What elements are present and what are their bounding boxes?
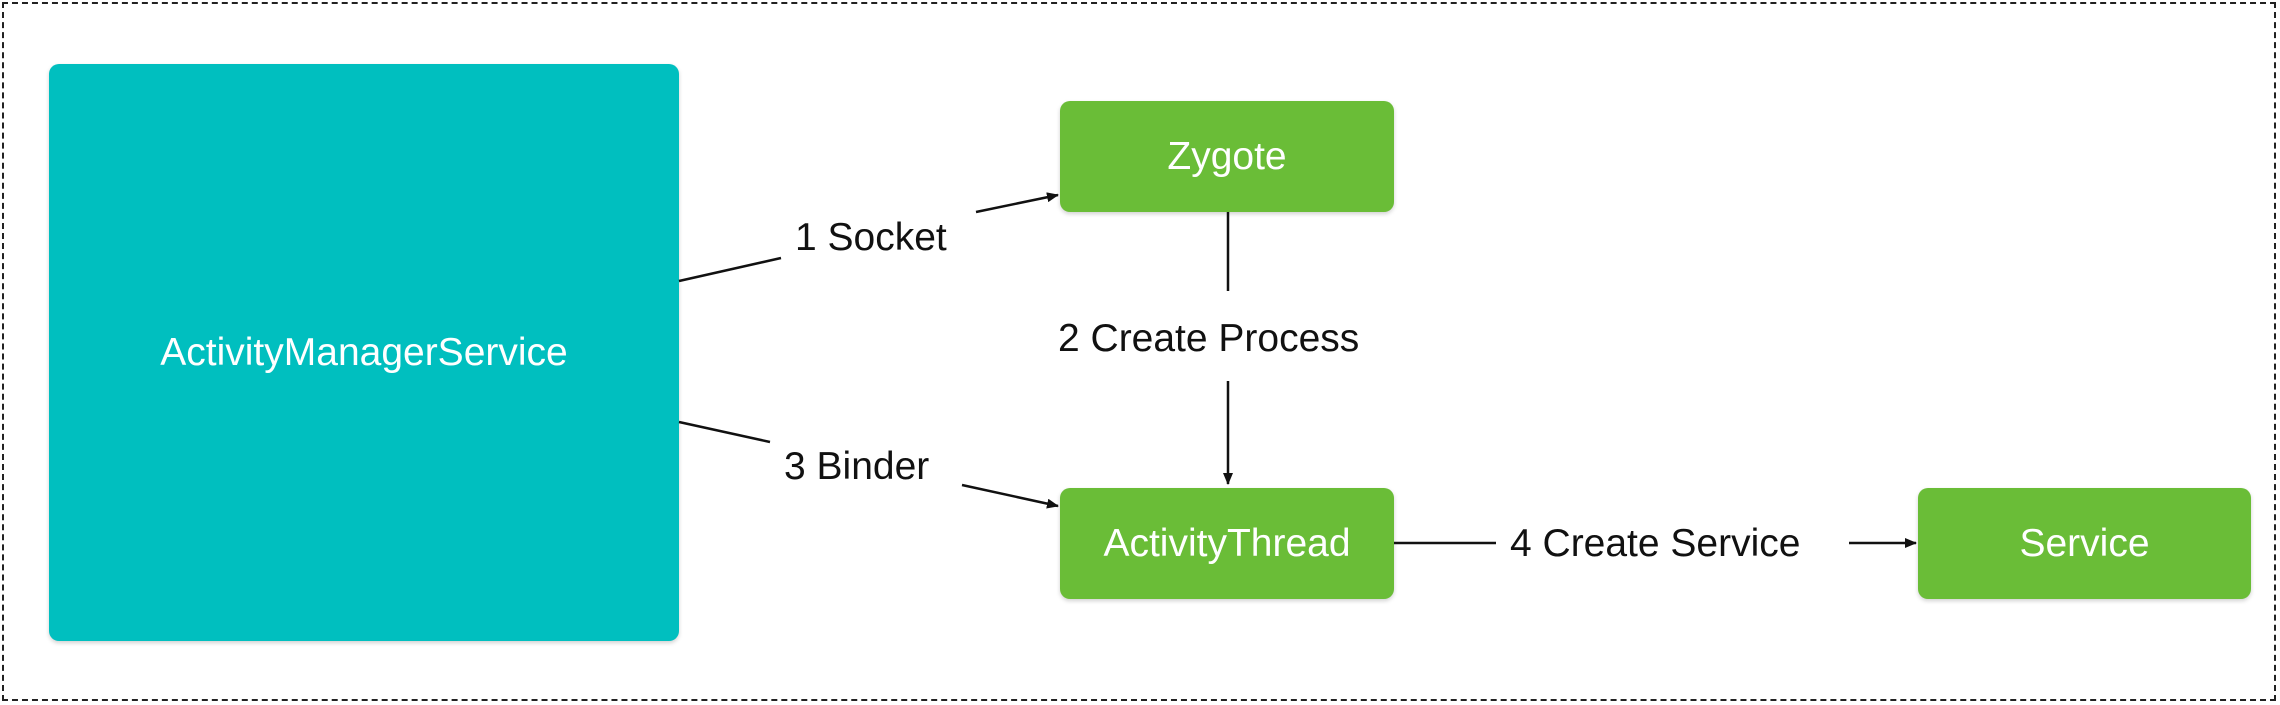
node-activity-thread: ActivityThread xyxy=(1060,488,1394,599)
node-label: ActivityManagerService xyxy=(160,330,568,374)
node-label: Service xyxy=(2019,521,2150,565)
node-activity-manager-service: ActivityManagerService xyxy=(49,64,679,641)
edge-socket-arrow xyxy=(975,192,1059,214)
edge-label-binder: 3 Binder xyxy=(784,445,930,488)
node-service: Service xyxy=(1918,488,2251,599)
node-label: Zygote xyxy=(1167,134,1287,178)
edge-label-create-process: 2 Create Process xyxy=(1058,317,1360,360)
edge-socket-tail xyxy=(678,256,782,283)
edge-label-socket: 1 Socket xyxy=(795,216,947,259)
edge-label-create-service: 4 Create Service xyxy=(1510,522,1801,565)
node-zygote: Zygote xyxy=(1060,101,1394,212)
edge-binder-arrow xyxy=(961,483,1059,509)
edge-binder-tail xyxy=(678,420,771,444)
node-label: ActivityThread xyxy=(1103,521,1351,565)
